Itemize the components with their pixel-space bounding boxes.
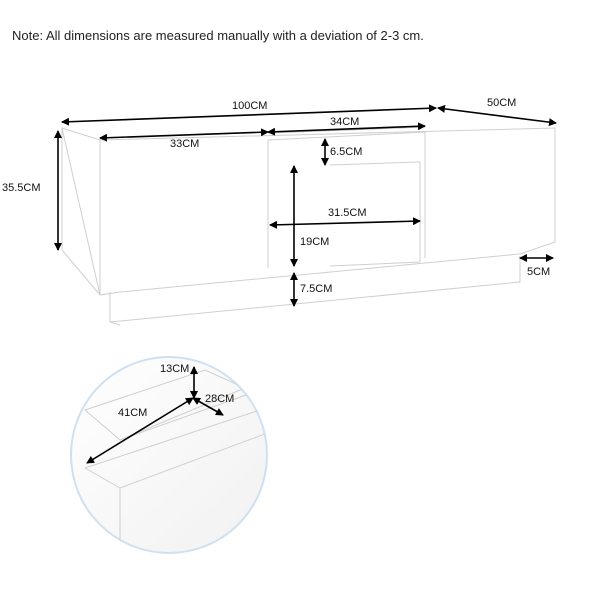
inset-width-label: 41CM xyxy=(118,407,147,419)
center-top-gap-label: 6.5CM xyxy=(330,146,362,158)
center-width-arrow xyxy=(267,122,426,136)
drawer-width-label: 33CM xyxy=(170,138,199,150)
center-inner-width-label: 31.5CM xyxy=(328,207,367,219)
inset-depth-label: 28CM xyxy=(205,393,234,405)
width-label: 50CM xyxy=(487,97,516,109)
measurement-note: Note: All dimensions are measured manual… xyxy=(12,28,424,43)
dimension-arrows xyxy=(54,104,557,307)
drawer-width-arrow xyxy=(99,128,269,142)
center-width-label: 34CM xyxy=(330,116,359,128)
inset-depth-arrow xyxy=(192,397,224,416)
dimension-labels: 100CM 50CM 35.5CM 33CM 34CM 6.5CM 31.5CM… xyxy=(2,97,550,295)
inset-width-arrow xyxy=(86,397,194,464)
length-arrow xyxy=(61,104,437,126)
center-inner-height-label: 19CM xyxy=(300,236,329,248)
table-outline xyxy=(61,126,556,326)
lift-top-detail-inset: 13CM 41CM 28CM xyxy=(70,356,268,554)
length-label: 100CM xyxy=(232,100,267,112)
inset-height-label: 13CM xyxy=(160,363,189,375)
width-arrow xyxy=(437,104,557,127)
base-inset-label: 5CM xyxy=(527,266,550,278)
center-inner-width-arrow xyxy=(269,217,421,229)
height-label: 35.5CM xyxy=(2,182,41,194)
base-height-label: 7.5CM xyxy=(300,283,332,295)
